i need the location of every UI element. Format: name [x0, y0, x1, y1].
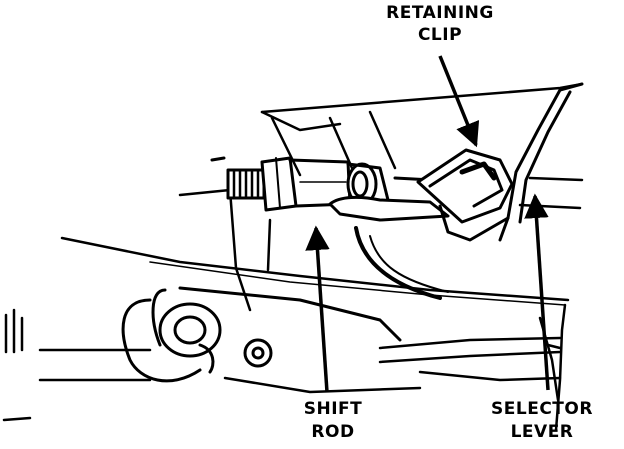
retaining-clip-leader	[438, 55, 480, 148]
shift-rod-label-line1: SHIFT	[304, 399, 363, 419]
cable-bracket	[121, 226, 449, 383]
labels: RETAINING CLIP SHIFT ROD SELECTOR LEVER	[304, 3, 593, 442]
retaining-clip-label-line1: RETAINING	[386, 3, 494, 23]
leader-lines	[305, 55, 550, 393]
retaining-clip-label-line2: CLIP	[418, 25, 462, 45]
shift-rod-assembly	[210, 156, 450, 222]
shift-rod-label-line2: ROD	[311, 422, 354, 442]
selector-lever-label-line2: LEVER	[511, 422, 574, 442]
selector-lever-leader	[524, 193, 550, 391]
selector-lever-label-line1: SELECTOR	[491, 399, 593, 419]
transmission-housing	[2, 82, 584, 432]
selector-lever-part	[498, 82, 584, 242]
shift-rod-leader	[305, 225, 330, 393]
retaining-clip-part	[416, 148, 514, 242]
